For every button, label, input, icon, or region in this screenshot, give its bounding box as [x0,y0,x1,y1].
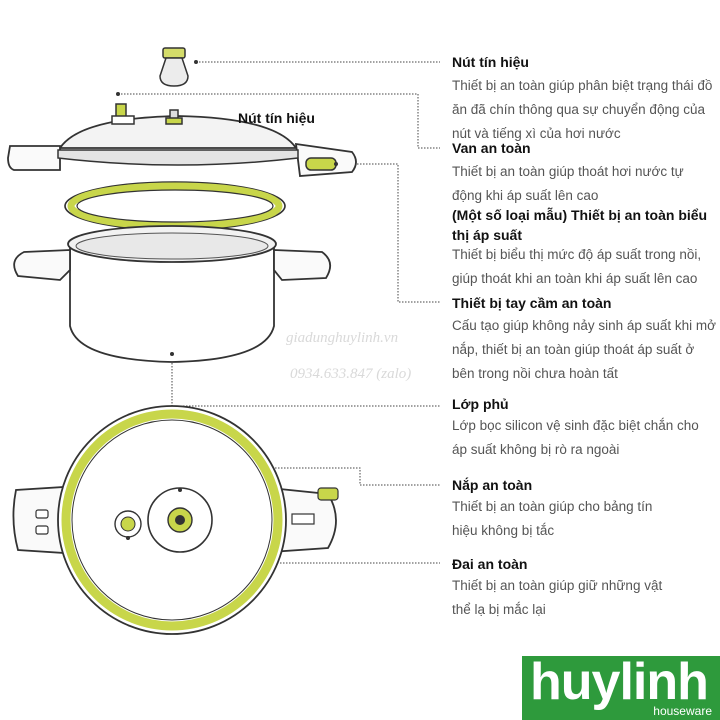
watermark-phone: 0934.633.847 (zalo) [290,366,412,382]
pot-body [13,225,332,363]
desc-lop-phu: Lớp bọc silicon vệ sinh đặc biệt chắn ch… [452,418,699,457]
label-nap-an-toan: Nắp an toàn [452,477,533,493]
cooker-top-view [12,405,339,635]
signal-button-part [159,47,189,87]
desc-van-an-toan: Thiết bị an toàn giúp thoát hơi nước tự … [452,164,684,203]
leader-dots [116,60,338,540]
leader-line-tay-cam [336,163,440,303]
leader-line-van [118,93,440,149]
label-bieu-thi-ap-suat: (Một số loại mẫu) Thiết bị an toàn biểu … [452,207,708,243]
desc-bieu-thi-ap-suat: Thiết bị biểu thị mức độ áp suất trong n… [452,247,702,286]
label-nut-tin-hieu: Nút tín hiệu [452,54,529,70]
desc-nap-an-toan: Thiết bị an toàn giúp cho bảng tín hiệu … [452,499,653,538]
brand-logo-main: huylinh [530,653,709,711]
gasket-ring [64,181,286,231]
desc-dai-an-toan: Thiết bị an toàn giúp giữ những vật thể … [452,578,663,617]
watermark-site: giadunghuylinh.vn [286,330,399,346]
label-van-an-toan: Van an toàn [452,140,531,156]
desc-nut-tin-hieu: Thiết bị an toàn giúp phân biệt trạng th… [452,78,713,141]
lid-side-view [7,103,357,177]
label-lop-phu: Lớp phủ [452,396,509,412]
label-dai-an-toan: Đai an toàn [452,556,528,572]
label-tay-cam-an-toan: Thiết bị tay cầm an toàn [452,295,612,311]
brand-logo-sub: houseware [653,704,712,718]
desc-tay-cam-an-toan: Cấu tạo giúp không nảy sinh áp suất khi … [452,318,717,381]
label-nut-tin-hieu-left: Nút tín hiệu [238,110,315,126]
brand-logo: huylinh houseware [522,653,720,720]
leader-line-nap [179,467,440,490]
